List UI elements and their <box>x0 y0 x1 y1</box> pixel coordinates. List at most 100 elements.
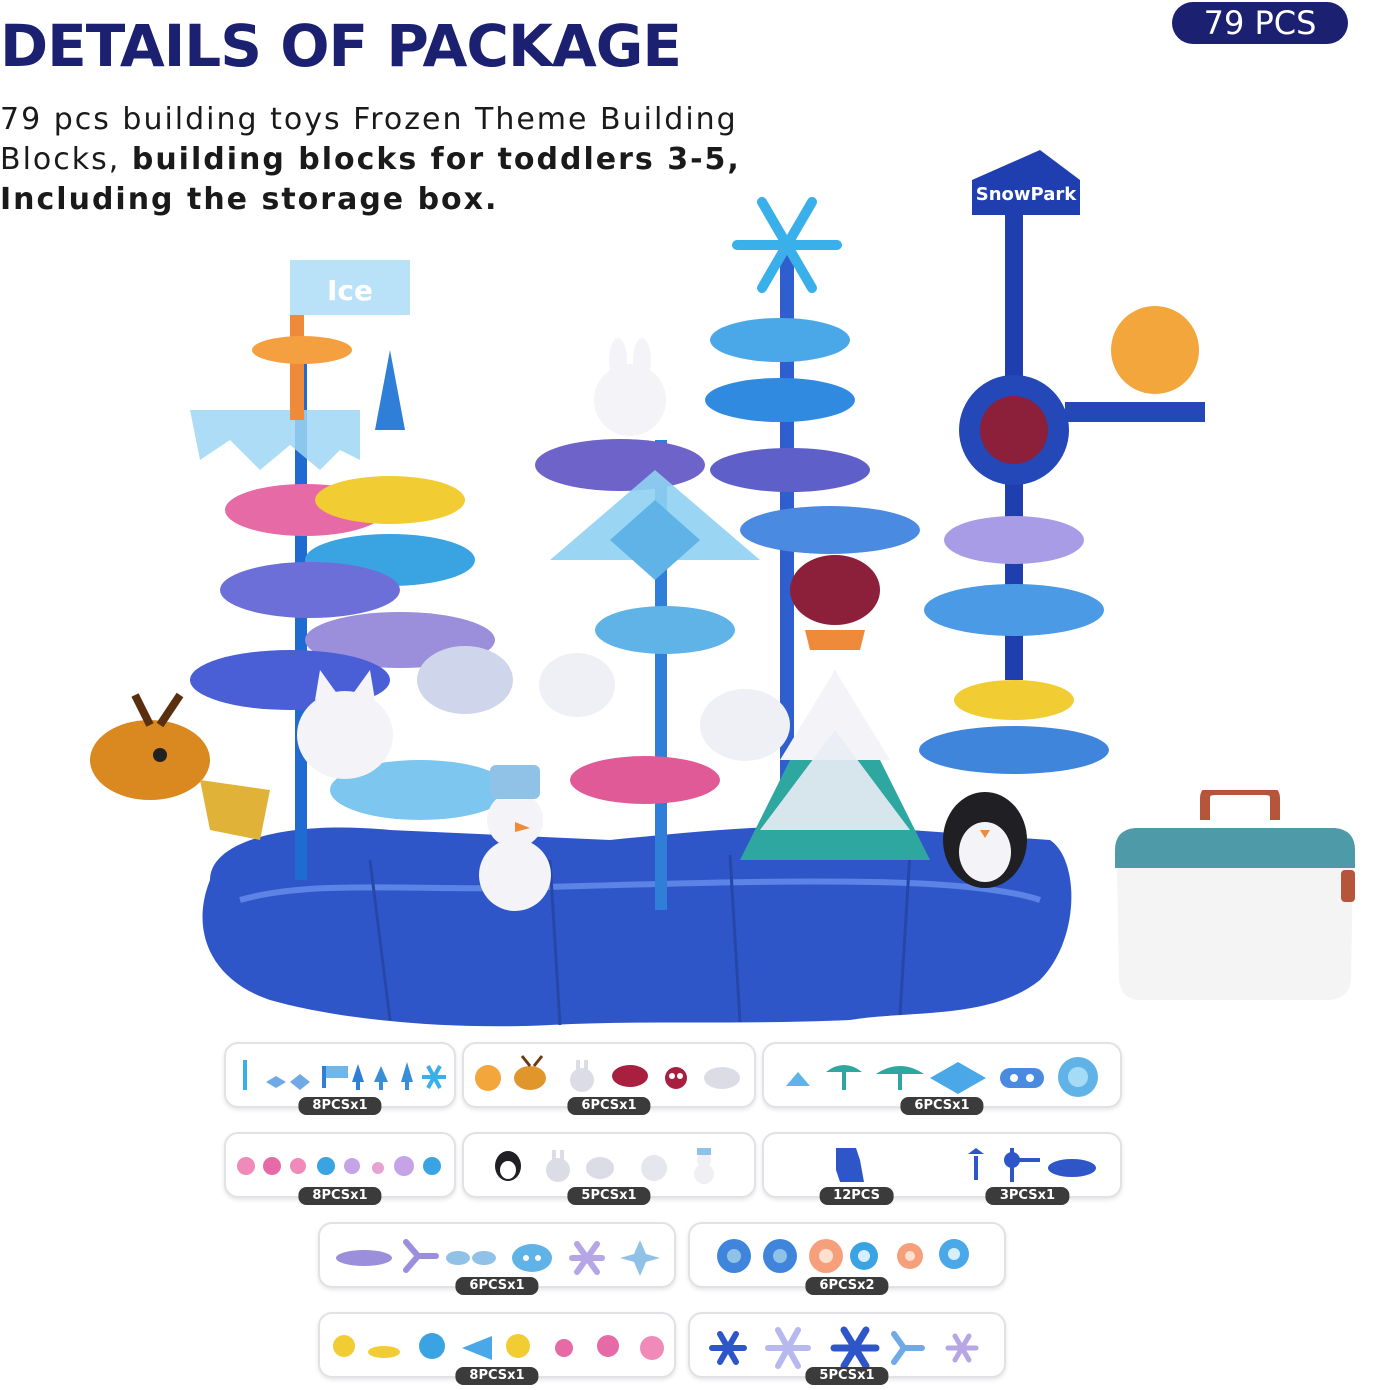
seal-icon <box>586 1157 614 1179</box>
snow-park-signpost: SnowPark <box>919 150 1205 774</box>
penguin-icon <box>495 1151 521 1181</box>
umbrella-leaf-icon <box>876 1066 924 1090</box>
parts-card-1: 8PCSx1 <box>224 1042 456 1115</box>
crystal-icon <box>352 1064 364 1090</box>
parts-card-5: 5PCSx1 <box>462 1132 756 1205</box>
flower-icon <box>290 1158 306 1174</box>
crystal-icon <box>401 1062 413 1090</box>
flower-icon <box>506 1334 530 1358</box>
flower-icon <box>394 1156 414 1176</box>
gear-flower-icon <box>897 1243 923 1269</box>
flower-icon <box>419 1333 445 1359</box>
parts-card-9: 8PCSx1 <box>318 1312 676 1385</box>
snowflake-icon <box>422 1065 446 1089</box>
tree-icon <box>786 1072 810 1086</box>
connector-icon <box>1000 1068 1044 1088</box>
product-description: 79 pcs building toys Frozen Theme Buildi… <box>0 100 790 220</box>
description-plain: 79 pcs building toys Frozen Theme Buildi… <box>0 102 738 177</box>
quantity-label: 5PCSx1 <box>567 1187 651 1205</box>
product-scene-image: Ice <box>90 150 1205 1027</box>
quantity-label: 6PCSx1 <box>567 1097 651 1115</box>
quantity-label: 6PCSx1 <box>455 1277 539 1295</box>
quantity-label: 6PCSx2 <box>805 1277 889 1295</box>
bunny-icon <box>570 1060 594 1092</box>
snowflake-icon <box>945 1333 979 1363</box>
flower-icon <box>597 1335 619 1357</box>
flower-icon <box>237 1157 255 1175</box>
stick-icon <box>243 1060 247 1090</box>
quantity-label: 8PCSx1 <box>298 1097 382 1115</box>
bead-chain-icon <box>446 1251 496 1265</box>
deer-figure <box>90 692 270 840</box>
description-bold: building blocks for toddlers 3-5, Includ… <box>0 142 741 217</box>
snowflake-icon <box>765 1327 811 1369</box>
flower-icon <box>263 1157 281 1175</box>
flower-icon <box>344 1158 360 1174</box>
propeller-icon <box>891 1331 925 1365</box>
fox-icon <box>612 1065 648 1087</box>
donut-icon <box>512 1244 552 1272</box>
seal-figures <box>417 646 790 761</box>
parts-card-6: 12PCS 3PCSx1 <box>762 1132 1122 1205</box>
svg-text:SnowPark: SnowPark <box>976 184 1078 205</box>
snowflake-icon <box>709 1331 747 1365</box>
owl-icon <box>665 1067 687 1089</box>
gear-flower-icon <box>850 1242 878 1270</box>
quantity-label: 5PCSx1 <box>805 1367 889 1385</box>
dragon-icon <box>704 1067 740 1089</box>
flower-icon <box>640 1336 664 1360</box>
parts-card-10: 5PCSx1 <box>688 1312 1006 1385</box>
quantity-label: 6PCSx1 <box>900 1097 984 1115</box>
squirrel-icon <box>475 1065 501 1091</box>
middle-tree <box>535 338 760 910</box>
fox-figure <box>790 555 880 650</box>
snowflake-tree <box>705 197 920 850</box>
butterfly-icon <box>290 1074 310 1090</box>
deer-icon <box>514 1055 546 1090</box>
umbrella-leaf-icon <box>826 1065 862 1090</box>
cat-figure <box>297 670 393 779</box>
parts-card-7: 6PCSx1 <box>318 1222 676 1295</box>
gear-flower-icon <box>809 1239 843 1273</box>
parts-card-2: 6PCSx1 <box>462 1042 756 1115</box>
flag-icon <box>322 1066 348 1088</box>
storage-box-image <box>1115 790 1355 1000</box>
parts-card-4: 8PCSx1 <box>224 1132 456 1205</box>
svg-text:Ice: Ice <box>327 274 373 307</box>
quantity-label: 3PCSx1 <box>985 1187 1070 1205</box>
base-block-icon <box>836 1148 864 1182</box>
disc-icon <box>1048 1159 1096 1177</box>
parts-card-8: 6PCSx2 <box>688 1222 1006 1295</box>
snowman-icon <box>694 1148 714 1184</box>
leaf-icon <box>462 1336 492 1360</box>
penguin-figure <box>943 792 1027 888</box>
parts-card-3: 6PCSx1 <box>762 1042 1122 1115</box>
star-flower-icon <box>569 1241 605 1275</box>
sign-post-icon <box>968 1148 984 1180</box>
flower-icon <box>317 1157 335 1175</box>
snowy-pine-tree <box>740 670 930 860</box>
round-snowflake-icon <box>1058 1057 1098 1097</box>
piece-count-badge: 79 PCS <box>1172 2 1348 44</box>
quantity-label: 8PCSx1 <box>298 1187 382 1205</box>
snowman-figure <box>479 765 551 911</box>
oval-leaf-icon <box>336 1250 392 1266</box>
crystal-icon <box>374 1066 388 1090</box>
propeller-icon <box>403 1239 439 1273</box>
gear-flower-icon <box>717 1239 751 1273</box>
crystal-leaf-icon <box>930 1062 986 1094</box>
pole-icon <box>1004 1148 1040 1182</box>
quantity-label: 12PCS <box>819 1187 894 1205</box>
flower-icon <box>423 1157 441 1175</box>
gear-flower-icon <box>763 1239 797 1273</box>
ice-base-platform <box>202 825 1072 1027</box>
butterfly-icon <box>266 1076 286 1088</box>
bow-icon <box>368 1346 400 1358</box>
snowflake-icon <box>830 1326 880 1370</box>
bunny-icon <box>546 1150 570 1182</box>
flower-icon <box>372 1162 384 1174</box>
gear-flower-icon <box>939 1239 969 1269</box>
cross-flower-icon <box>620 1240 660 1276</box>
page-title: DETAILS OF PACKAGE <box>0 12 682 80</box>
flower-icon <box>333 1335 355 1357</box>
